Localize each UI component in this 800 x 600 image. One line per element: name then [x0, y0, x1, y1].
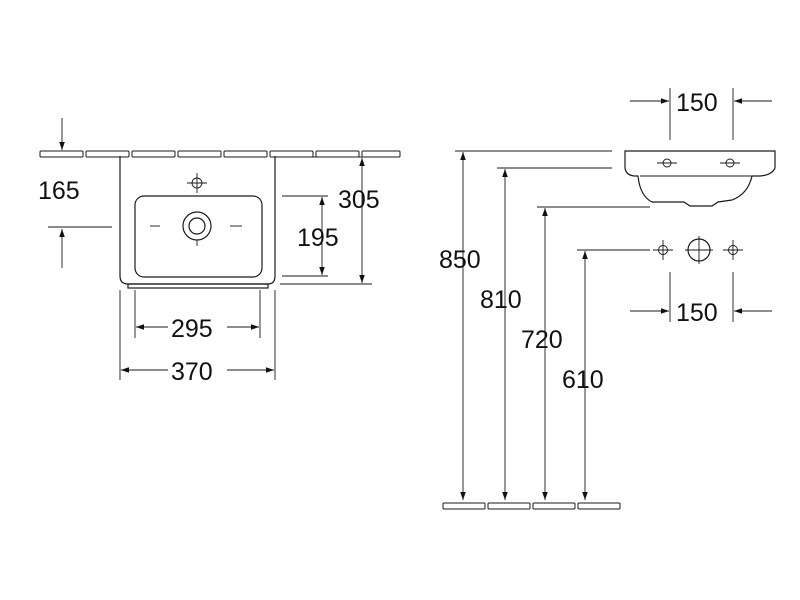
dim-610: 610: [562, 249, 650, 500]
dim-195-label: 195: [297, 224, 339, 252]
dim-305: 305: [278, 156, 380, 285]
hole-pattern: [653, 236, 743, 264]
dim-720: 720: [521, 206, 650, 500]
drain-icon: [150, 211, 242, 246]
dim-195: 195: [282, 195, 339, 277]
center-hole-icon: [685, 236, 713, 264]
dim-850: 850: [439, 150, 612, 500]
basin-bottom-edge: [127, 283, 269, 289]
dim-720-label: 720: [521, 326, 563, 354]
bowl-outline: [134, 195, 263, 278]
dim-150-bottom: 150: [630, 272, 772, 327]
dim-370-label: 370: [171, 358, 213, 386]
floor-strip: [442, 502, 621, 510]
side-view: 150 150: [439, 88, 776, 510]
right-hole-icon: [723, 240, 743, 260]
basin-profile: [624, 150, 776, 207]
dim-150-bottom-label: 150: [676, 299, 718, 327]
dim-295: 295: [134, 290, 261, 343]
basin-outline: [119, 156, 276, 285]
dim-610-label: 610: [562, 366, 604, 394]
dim-810-label: 810: [480, 286, 522, 314]
dim-850-label: 850: [439, 246, 481, 274]
dim-150-top: 150: [630, 88, 772, 140]
dim-165: 165: [38, 118, 112, 268]
dim-150-top-label: 150: [676, 89, 718, 117]
dim-165-label: 165: [38, 177, 80, 205]
top-view: 165 305 195 295: [38, 118, 401, 386]
dim-295-label: 295: [171, 315, 213, 343]
dim-305-label: 305: [338, 186, 380, 214]
dim-810: 810: [480, 167, 612, 500]
dim-370: 370: [119, 290, 276, 386]
wall-strip: [39, 150, 401, 158]
rim-tap-hole-icon: [657, 158, 740, 168]
tap-hole-icon: [187, 173, 207, 193]
left-hole-icon: [653, 240, 673, 260]
